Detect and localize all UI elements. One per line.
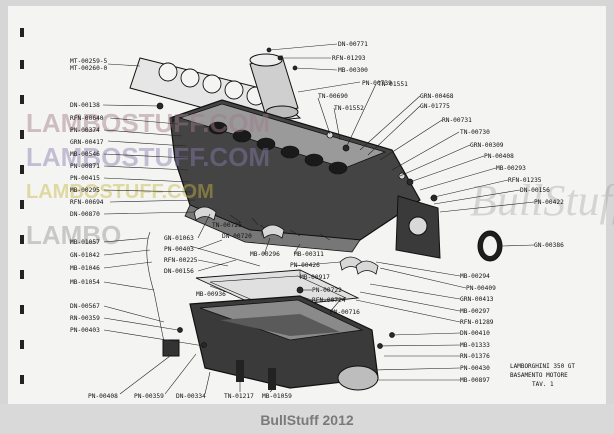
label-pn415: PN-00415 bbox=[70, 175, 100, 182]
title-block: LAMBORGHINI 350 GT BASAMENTO MOTORE TAV.… bbox=[510, 363, 575, 388]
label-dn410: DN-00410 bbox=[460, 330, 490, 337]
label-dn567: DN-00567 bbox=[70, 303, 100, 310]
sump-gasket bbox=[195, 269, 360, 309]
label-rn1376: RN-01376 bbox=[460, 353, 490, 360]
bearing-caps bbox=[193, 206, 379, 275]
label-pn722: PN-00722 bbox=[312, 287, 342, 294]
label-pn426: PN-00426 bbox=[290, 262, 320, 269]
label-pn716: PN-00716 bbox=[330, 309, 360, 316]
watermark-lambostuff-3: LAMBOSTUFF.COM bbox=[26, 181, 214, 203]
label-rfn225: RFN-00225 bbox=[164, 257, 198, 264]
label-pn871: PN-00871 bbox=[70, 163, 100, 170]
label-mb294: MB-00294 bbox=[460, 273, 490, 280]
label-dn720: DN-00720 bbox=[222, 233, 252, 240]
studs-bolts bbox=[156, 47, 438, 202]
label-gn1042: GN-01042 bbox=[70, 252, 100, 259]
rear-cover bbox=[395, 195, 441, 259]
title-line-2: BASAMENTO MOTORE bbox=[510, 372, 568, 379]
label-pn739: PN-00739 bbox=[362, 80, 392, 87]
footer-band bbox=[0, 404, 614, 434]
label-grn309: GRN-00309 bbox=[470, 142, 504, 149]
label-tn725: TN-00725 bbox=[212, 222, 242, 229]
cylinder-liner bbox=[249, 53, 299, 119]
label-pn408: PN-00408 bbox=[88, 393, 118, 400]
label-rfn1293: RFN-01293 bbox=[332, 55, 366, 62]
label-dn771: DN-00771 bbox=[338, 41, 368, 48]
label-mb1059: MB-01059 bbox=[262, 393, 292, 400]
part-labels: MT-00259-5 MT-00260-0 DN-00138 RFN-00640… bbox=[70, 41, 564, 400]
label-mb297: MB-00297 bbox=[460, 308, 490, 315]
watermark-lambo-4: LAMBO bbox=[26, 220, 121, 250]
label-tn1552: TN-01552 bbox=[334, 105, 364, 112]
label-pn408r: PN-00408 bbox=[484, 153, 514, 160]
label-grn417: GRN-00417 bbox=[70, 139, 104, 146]
label-mt2: MT-00260-0 bbox=[70, 65, 108, 72]
label-mt1: MT-00259-5 bbox=[70, 58, 108, 65]
label-pn374: PN-00374 bbox=[70, 127, 100, 134]
label-dn156r: DN-00156 bbox=[520, 187, 550, 194]
label-rfn640: RFN-00640 bbox=[70, 115, 104, 122]
label-dn156: DN-00156 bbox=[164, 268, 194, 275]
watermark-lambostuff-1: LAMBOSTUFF.COM bbox=[26, 108, 270, 138]
label-mb936: MB-00936 bbox=[196, 291, 226, 298]
label-dn870: DN-00870 bbox=[70, 211, 100, 218]
label-rfn724: RFN-00724 bbox=[312, 297, 346, 304]
label-gn1775: GN-01775 bbox=[420, 103, 450, 110]
label-mb293: MB-00293 bbox=[496, 165, 526, 172]
watermark-bullstuff: BullStuff bbox=[470, 176, 614, 225]
label-mb300: MB-00300 bbox=[338, 67, 368, 74]
label-mb311: MB-00311 bbox=[294, 251, 324, 258]
label-tn1551: TN-01551 bbox=[378, 81, 408, 88]
label-mb1054: MB-01054 bbox=[70, 279, 100, 286]
footer-credit: BullStuff 2012 bbox=[260, 412, 354, 428]
label-gn1063: GN-01063 bbox=[164, 235, 194, 242]
watermark-lambostuff-2: LAMBOSTUFF.COM bbox=[26, 142, 270, 172]
label-pn409: PN-00409 bbox=[466, 285, 496, 292]
label-mb1057: MB-01057 bbox=[70, 239, 100, 246]
label-rn731: RN-00731 bbox=[442, 117, 472, 124]
title-line-1: LAMBORGHINI 350 GT bbox=[510, 363, 575, 370]
label-dn334: DN-00334 bbox=[176, 393, 206, 400]
label-mb917: MB-00917 bbox=[300, 274, 330, 281]
label-mb295: MB-00295 bbox=[70, 187, 100, 194]
label-mb1046: MB-01046 bbox=[70, 265, 100, 272]
label-dn138: DN-00138 bbox=[70, 102, 100, 109]
label-tn1217: TN-01217 bbox=[224, 393, 254, 400]
label-pn359: PN-00359 bbox=[134, 393, 164, 400]
label-pn430: PN-00430 bbox=[460, 365, 490, 372]
label-rfn1235: RFN-01235 bbox=[508, 177, 542, 184]
label-mb897: MB-00897 bbox=[460, 377, 490, 384]
label-rn359: RN-00359 bbox=[70, 315, 100, 322]
label-grn413: GRN-00413 bbox=[460, 296, 494, 303]
label-mb296: MB-00296 bbox=[250, 251, 280, 258]
label-gn386: GN-00386 bbox=[534, 242, 564, 249]
oil-sump bbox=[189, 295, 379, 391]
label-grn468: GRN-00468 bbox=[420, 93, 454, 100]
label-tn690: TN-00690 bbox=[318, 93, 348, 100]
engine-block bbox=[169, 99, 421, 253]
label-rfn694: RFN-00694 bbox=[70, 199, 104, 206]
oil-seal bbox=[477, 230, 503, 262]
label-mb546: MB-00546 bbox=[70, 151, 100, 158]
label-tn730: TN-00730 bbox=[460, 129, 490, 136]
leader-lines bbox=[102, 43, 535, 395]
label-mb1333: MB-01333 bbox=[460, 342, 490, 349]
label-pn403b: PN-00403 bbox=[70, 327, 100, 334]
label-rfn1289: RFN-01289 bbox=[460, 319, 494, 326]
oil-dipstick bbox=[146, 231, 261, 357]
title-line-3: TAV. 1 bbox=[532, 381, 554, 388]
label-pn403: PN-00403 bbox=[164, 246, 194, 253]
binder-holes bbox=[20, 28, 24, 384]
label-pn422: PN-00422 bbox=[534, 199, 564, 206]
